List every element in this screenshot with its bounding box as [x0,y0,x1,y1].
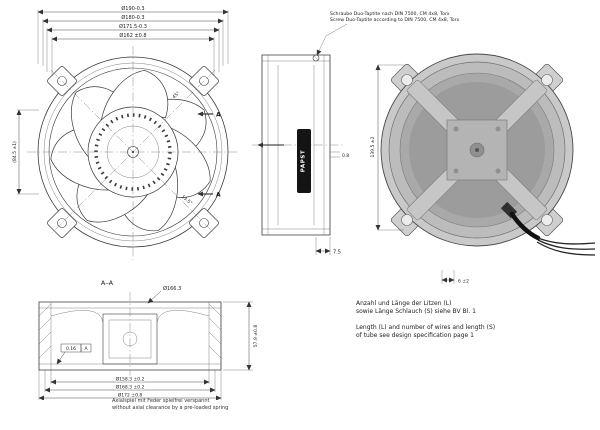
axial-note-de: Axialspiel mit Feder spielfrei verspannt [112,398,210,404]
axial-clearance-note: Axialspiel mit Feder spielfrei verspannt… [112,398,342,412]
screw-note-de: Schraube Duo-Taptite nach DIN 7500, CM 4… [330,12,450,17]
dim-d162-label: Ø162 ±0.8 [119,32,146,39]
cable-and-wires [500,201,596,256]
screw-note-en: Screw Duo-Taptite according to DIN 7500,… [330,18,460,24]
diameter-dimensions: Ø190-0.3 Ø180-0.3 Ø171.5-0.3 Ø162 ±0.8 [37,5,229,76]
wire-note-de-2: sowie Länge Schlauch (S) siehe BV Bl. 1 [356,308,476,316]
front-view: Ø190-0.3 Ø180-0.3 Ø171.5-0.3 Ø162 ±0.8 (… [12,5,239,260]
wire-length-note: Anzahl und Länge der Litzen (L) sowie Lä… [356,300,594,340]
section-view: A–A Ø166.3 57.9 [38,279,259,400]
dim-d190-label: Ø190-0.3 [121,5,144,12]
dim-d171-label: Ø171.5-0.3 [119,23,147,30]
support-struts [406,79,548,221]
section-bottom-dimensions: Ø158.3 ±0.2 Ø168.3 ±0.2 Ø172 ±0.8 [38,370,222,400]
section-top-dimension: Ø166.3 [147,285,181,304]
axial-note-en: without axial clearance by a pre-loaded … [112,404,229,411]
brand-label: PAPST [297,129,311,193]
section-a-bottom-label: A [216,192,221,199]
section-hatching [38,303,222,359]
flange-dimension: 7.5 [315,237,341,256]
tolerance-value: 0.16 [66,346,76,352]
angle-45-label: 45° [171,90,181,100]
section-side-dimension: 57.9 ±0.8 [223,301,259,371]
dim-gap-label: 0.8 [342,153,349,159]
section-profile [38,292,222,378]
dim-b3-label: Ø172 ±0.8 [118,391,143,398]
section-title: A–A [101,279,114,287]
dim-flange-label: 7.5 [333,250,341,256]
dim-wire-label: 6 ±2 [458,279,469,285]
wire-dimension: 6 ±2 [441,270,469,285]
wire-note-de-1: Anzahl und Länge der Litzen (L) [356,300,452,307]
dim-d180-label: Ø180-0.3 [121,14,144,21]
dim-b1-label: Ø158.3 ±0.2 [116,375,145,382]
left-dimension: (84.5 ±1) [12,109,39,195]
dim-side-label: 57.9 ±0.8 [253,325,259,348]
rear-view: 139.5 ±2 6 ±2 [370,53,596,285]
side-view: PAPST 0.8 7.5 [252,23,349,256]
tolerance-frame: 0.16 A [56,343,92,365]
wire-note-en-1: Length (L) and number of wires and lengt… [356,324,496,332]
height-dimension: 139.5 ±2 [370,64,404,231]
tab-holes [401,74,553,226]
dim-left-label: (84.5 ±1) [12,141,18,163]
dim-height-label: 139.5 ±2 [370,136,376,157]
screw-note: Schraube Duo-Taptite nach DIN 7500, CM 4… [330,12,508,25]
gap-dimension: 0.8 [330,151,349,159]
center-lines [27,46,239,260]
wire-note-en-2: of tube see design specification page 1 [356,332,474,340]
dim-b2-label: Ø168.3 ±0.2 [116,383,145,390]
section-marker-top: A [197,111,221,119]
brand-text: PAPST [300,150,306,173]
screw-detail [312,23,348,62]
section-marker-bottom: A [197,191,221,199]
dim-top-label: Ø166.3 [163,285,181,292]
section-a-top-label: A [216,112,221,119]
tolerance-datum: A [84,346,88,352]
